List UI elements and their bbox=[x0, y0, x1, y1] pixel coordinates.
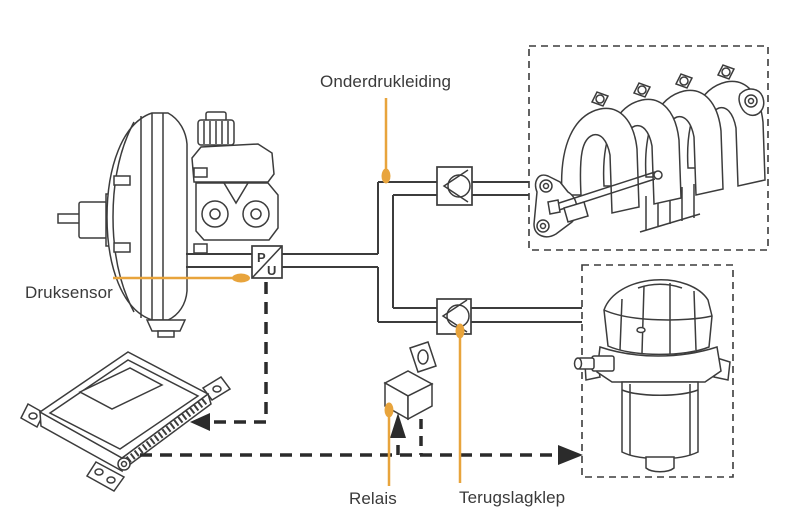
check-valve-bottom-icon bbox=[436, 298, 472, 335]
sensor-letter-p: P bbox=[257, 250, 266, 265]
reservoir-cap bbox=[197, 111, 235, 146]
wire-sensor-to-ecu bbox=[190, 282, 268, 431]
intake-manifold-icon bbox=[533, 64, 766, 238]
ecu-top-face bbox=[38, 351, 210, 459]
brake-booster-icon bbox=[57, 111, 279, 338]
relay-bracket bbox=[409, 341, 437, 373]
wire-to-relay bbox=[390, 413, 423, 455]
ecu-connector-pins bbox=[125, 398, 208, 463]
pressure-sensor-icon: P U bbox=[251, 245, 283, 279]
vacuum-pump-icon bbox=[573, 279, 731, 473]
arrowhead-into-ecu bbox=[190, 413, 210, 431]
booster-shell bbox=[106, 112, 188, 321]
booster-pushrod bbox=[57, 213, 81, 224]
label-druksensor: Druksensor bbox=[25, 283, 113, 302]
relay-icon bbox=[383, 341, 437, 421]
wire-ecu-to-pump bbox=[140, 445, 583, 465]
master-cylinder bbox=[193, 167, 279, 254]
intake-manifold-frame bbox=[528, 45, 769, 251]
leader-terugslagklep bbox=[455, 323, 465, 483]
arrowhead-into-pump bbox=[558, 445, 583, 465]
ecu-icon bbox=[20, 351, 232, 492]
leader-relais bbox=[384, 402, 394, 486]
label-terugslagklep: Terugslagklep bbox=[459, 488, 566, 507]
label-relais: Relais bbox=[349, 489, 397, 508]
pump-inlet-port bbox=[573, 355, 615, 372]
vacuum-pump-frame bbox=[581, 264, 734, 478]
check-valve-top-icon bbox=[436, 166, 473, 206]
label-onderdrukleiding: Onderdrukleiding bbox=[320, 72, 452, 91]
leader-druksensor bbox=[113, 273, 250, 283]
ecu-label-plate bbox=[78, 367, 164, 410]
leader-onderdrukleiding bbox=[381, 98, 391, 184]
brake-fluid-reservoir bbox=[191, 143, 275, 183]
sensor-letter-u: U bbox=[267, 263, 276, 278]
pump-dome bbox=[603, 279, 713, 356]
arrowhead-into-relay bbox=[390, 413, 406, 438]
